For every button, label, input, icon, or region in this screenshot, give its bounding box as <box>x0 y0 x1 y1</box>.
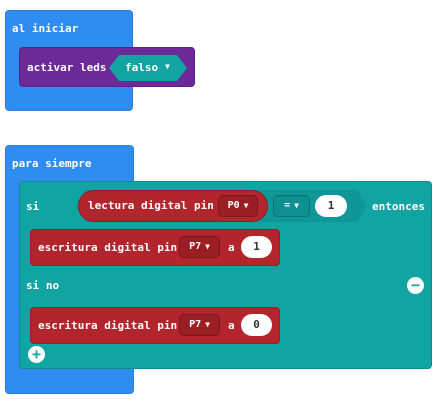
to-label-then: a <box>228 241 235 254</box>
pin-dropdown-p7-then-value: P7 <box>189 241 202 252</box>
activate-leds-label: activar leds <box>27 61 107 74</box>
forever-label: para siempre <box>12 157 92 170</box>
then-label: entonces <box>372 200 425 213</box>
value-input-else[interactable]: 0 <box>241 314 272 336</box>
operator-dropdown-value: = <box>284 200 291 211</box>
digital-write-label-else: escritura digital pin <box>38 319 178 332</box>
pin-dropdown-p0-value: P0 <box>227 200 240 211</box>
boolean-dropdown[interactable] <box>109 55 187 81</box>
triangle-down-icon: ▼ <box>205 242 210 251</box>
triangle-down-icon: ▼ <box>243 201 249 210</box>
operator-dropdown[interactable]: = ▼ <box>273 195 310 217</box>
value-input-then[interactable]: 1 <box>241 236 272 258</box>
else-label: si no <box>26 279 60 292</box>
minus-circle-icon[interactable]: − <box>407 277 424 294</box>
on-start-label: al iniciar <box>12 22 79 35</box>
if-label: si <box>26 200 40 213</box>
boolean-dropdown-value: falso <box>125 61 159 74</box>
compare-number-input[interactable]: 1 <box>315 195 347 217</box>
pin-dropdown-p0[interactable]: P0 ▼ <box>218 195 258 217</box>
triangle-down-icon: ▼ <box>205 320 210 329</box>
digital-write-block-then[interactable] <box>30 229 280 266</box>
plus-circle-icon[interactable]: + <box>28 346 45 363</box>
to-label-else: a <box>228 319 235 332</box>
pin-dropdown-p7-else[interactable]: P7 ▼ <box>179 314 220 336</box>
pin-dropdown-p7-then[interactable]: P7 ▼ <box>179 236 220 258</box>
triangle-down-icon: ▼ <box>165 62 170 71</box>
triangle-down-icon: ▼ <box>294 201 299 210</box>
digital-write-block-else[interactable] <box>30 307 280 344</box>
digital-read-label: lectura digital pin <box>88 199 214 212</box>
pin-dropdown-p7-else-value: P7 <box>189 319 202 330</box>
digital-write-label-then: escritura digital pin <box>38 241 178 254</box>
